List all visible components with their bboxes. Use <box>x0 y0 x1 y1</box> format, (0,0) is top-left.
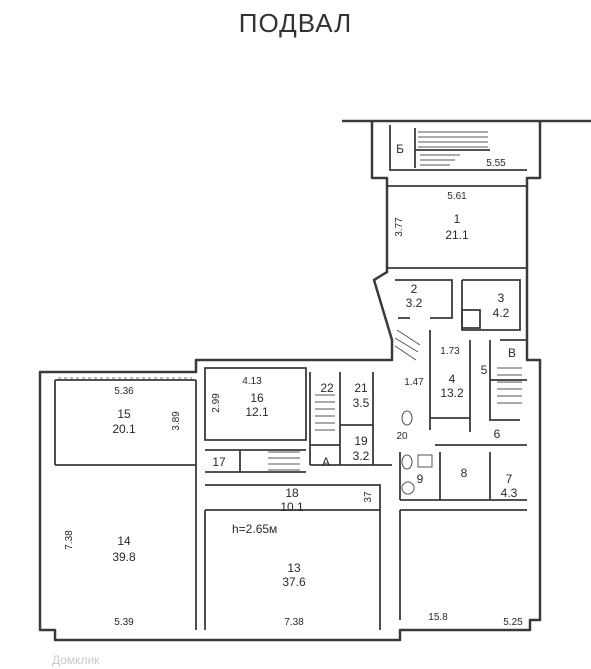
dim-label: 7.38 <box>284 617 304 628</box>
room-name-8: 8 <box>461 466 468 480</box>
dim-label: 4.13 <box>242 376 262 387</box>
watermark: Домклик <box>52 653 100 667</box>
dim-label: 1.73 <box>440 346 460 357</box>
room-name-22: 22 <box>320 381 334 395</box>
room-area-1: 21.1 <box>445 228 469 242</box>
room-area-19: 3.2 <box>353 449 370 463</box>
room-name-14: 14 <box>117 534 131 548</box>
room-name-7: 7 <box>506 472 513 486</box>
dim-label: 5.36 <box>114 386 134 397</box>
room-name-4: 4 <box>449 372 456 386</box>
dim-label: 3.89 <box>171 411 182 431</box>
room-area-2: 3.2 <box>406 296 423 310</box>
dim-label: 5.39 <box>114 617 134 628</box>
room-name-19: 19 <box>354 434 368 448</box>
room-name-15: 15 <box>117 407 131 421</box>
room-area-3: 4.2 <box>493 306 510 320</box>
room-area-7: 4.3 <box>501 486 518 500</box>
room-name-17: 17 <box>212 455 226 469</box>
room-name-a: А <box>322 455 330 469</box>
dim-label: 3.77 <box>394 217 405 237</box>
room-name-2: 2 <box>411 282 418 296</box>
room-area-21: 3.5 <box>353 396 370 410</box>
room-area-13: 37.6 <box>282 575 306 589</box>
dim-label: 5.55 <box>486 158 506 169</box>
dim-label: 5.25 <box>503 617 523 628</box>
room-name-6: 6 <box>494 427 501 441</box>
inner-walls <box>54 125 528 630</box>
room-area-16: 12.1 <box>245 405 269 419</box>
room-name-v: В <box>508 346 516 360</box>
room-name-16: 16 <box>250 391 264 405</box>
room-name-b: Б <box>396 142 404 156</box>
dim-label: 5.61 <box>447 191 467 202</box>
walls <box>38 119 591 642</box>
room-name-21: 21 <box>354 381 368 395</box>
dim-label: 15.8 <box>428 612 448 623</box>
room-name-18: 18 <box>285 486 299 500</box>
room-labels: 1 21.1 2 3.2 3 4.2 4 13.2 5 6 7 4.3 8 9 … <box>112 142 517 589</box>
dim-label: 2.99 <box>211 393 222 413</box>
room-area-4: 13.2 <box>440 386 464 400</box>
room-name-5: 5 <box>481 363 488 377</box>
room-name-13: 13 <box>287 561 301 575</box>
sanitary <box>401 410 433 495</box>
room-area-15: 20.1 <box>112 422 136 436</box>
room-name-9: 9 <box>417 472 424 486</box>
room-name-3: 3 <box>498 291 505 305</box>
room-name-1: 1 <box>454 212 461 226</box>
room-area-18: 10.1 <box>280 500 304 514</box>
stairs <box>268 131 522 471</box>
plan-title: ПОДВАЛ <box>238 8 353 38</box>
dim-label: 37 <box>363 491 374 503</box>
dimension-labels: 5.55 5.61 3.77 1.73 1.47 4.13 2.99 5.36 … <box>64 158 523 628</box>
dim-label: 7.38 <box>64 530 75 550</box>
dim-label: 1.47 <box>404 377 424 388</box>
height-note: h=2.65м <box>232 522 277 536</box>
dim-label: 20 <box>396 431 408 442</box>
room-area-14: 39.8 <box>112 550 136 564</box>
